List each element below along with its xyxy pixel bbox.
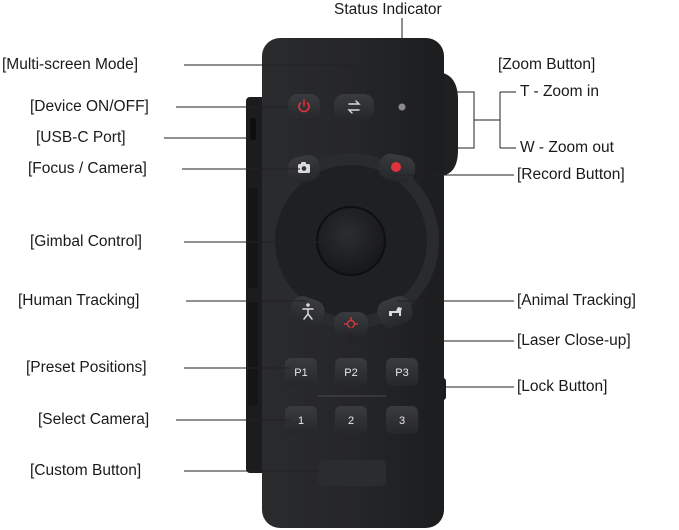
label-human-tracking: [Human Tracking] — [18, 292, 140, 309]
side-button-upper — [248, 188, 258, 288]
camera-label: 1 — [298, 415, 304, 427]
camera-button-3[interactable]: 3 — [386, 406, 418, 434]
preset-button-p2[interactable]: P2 — [335, 358, 367, 386]
camera-label: 2 — [348, 415, 354, 427]
person-icon — [302, 303, 314, 320]
record-dot-icon — [391, 162, 401, 172]
label-select-camera: [Select Camera] — [38, 411, 150, 428]
preset-label: P1 — [294, 367, 307, 379]
side-button-lower — [248, 300, 258, 406]
camera-button-1[interactable]: 1 — [285, 406, 317, 434]
preset-label: P3 — [395, 367, 408, 379]
leader-multi-screen — [184, 64, 355, 94]
power-button[interactable] — [288, 94, 320, 120]
human-tracking-button[interactable] — [286, 293, 328, 331]
leader-lines — [164, 18, 516, 472]
camera-label: 3 — [399, 415, 405, 427]
camera-icon — [298, 162, 310, 173]
leader-laser — [350, 326, 514, 342]
usb-c-port — [250, 118, 256, 140]
label-lock-button: [Lock Button] — [517, 378, 608, 395]
label-preset-positions: [Preset Positions] — [26, 359, 147, 376]
multi-screen-button[interactable] — [334, 94, 374, 120]
preset-label: P2 — [344, 367, 357, 379]
animal-tracking-button[interactable] — [374, 293, 416, 331]
label-gimbal-control: [Gimbal Control] — [30, 233, 142, 250]
camera-button-2[interactable]: 2 — [335, 406, 367, 434]
label-usb-c-port: [USB-C Port] — [36, 129, 126, 146]
preset-button-p1[interactable]: P1 — [285, 358, 317, 386]
label-status-indicator: Status Indicator — [334, 1, 442, 18]
label-device-on-off: [Device ON/OFF] — [30, 98, 149, 115]
custom-button[interactable] — [318, 460, 386, 486]
swap-arrows-icon — [347, 100, 361, 114]
focus-camera-button[interactable] — [286, 153, 323, 185]
label-animal-tracking: [Animal Tracking] — [517, 292, 636, 309]
label-zoom-out: W - Zoom out — [520, 139, 614, 156]
label-multi-screen-mode: [Multi-screen Mode] — [2, 56, 139, 73]
label-focus-camera: [Focus / Camera] — [28, 160, 147, 177]
gimbal-joystick[interactable] — [317, 207, 385, 275]
status-indicator-led — [398, 103, 406, 111]
joystick-edge — [316, 206, 386, 276]
label-custom-button: [Custom Button] — [30, 462, 142, 479]
power-icon — [298, 99, 310, 113]
dog-icon — [389, 307, 402, 316]
label-zoom-in: T - Zoom in — [520, 83, 599, 100]
label-laser-close-up: [Laser Close-up] — [517, 332, 631, 349]
label-record-button: [Record Button] — [517, 166, 625, 183]
preset-button-p3[interactable]: P3 — [386, 358, 418, 386]
label-zoom-button: [Zoom Button] — [498, 56, 596, 73]
